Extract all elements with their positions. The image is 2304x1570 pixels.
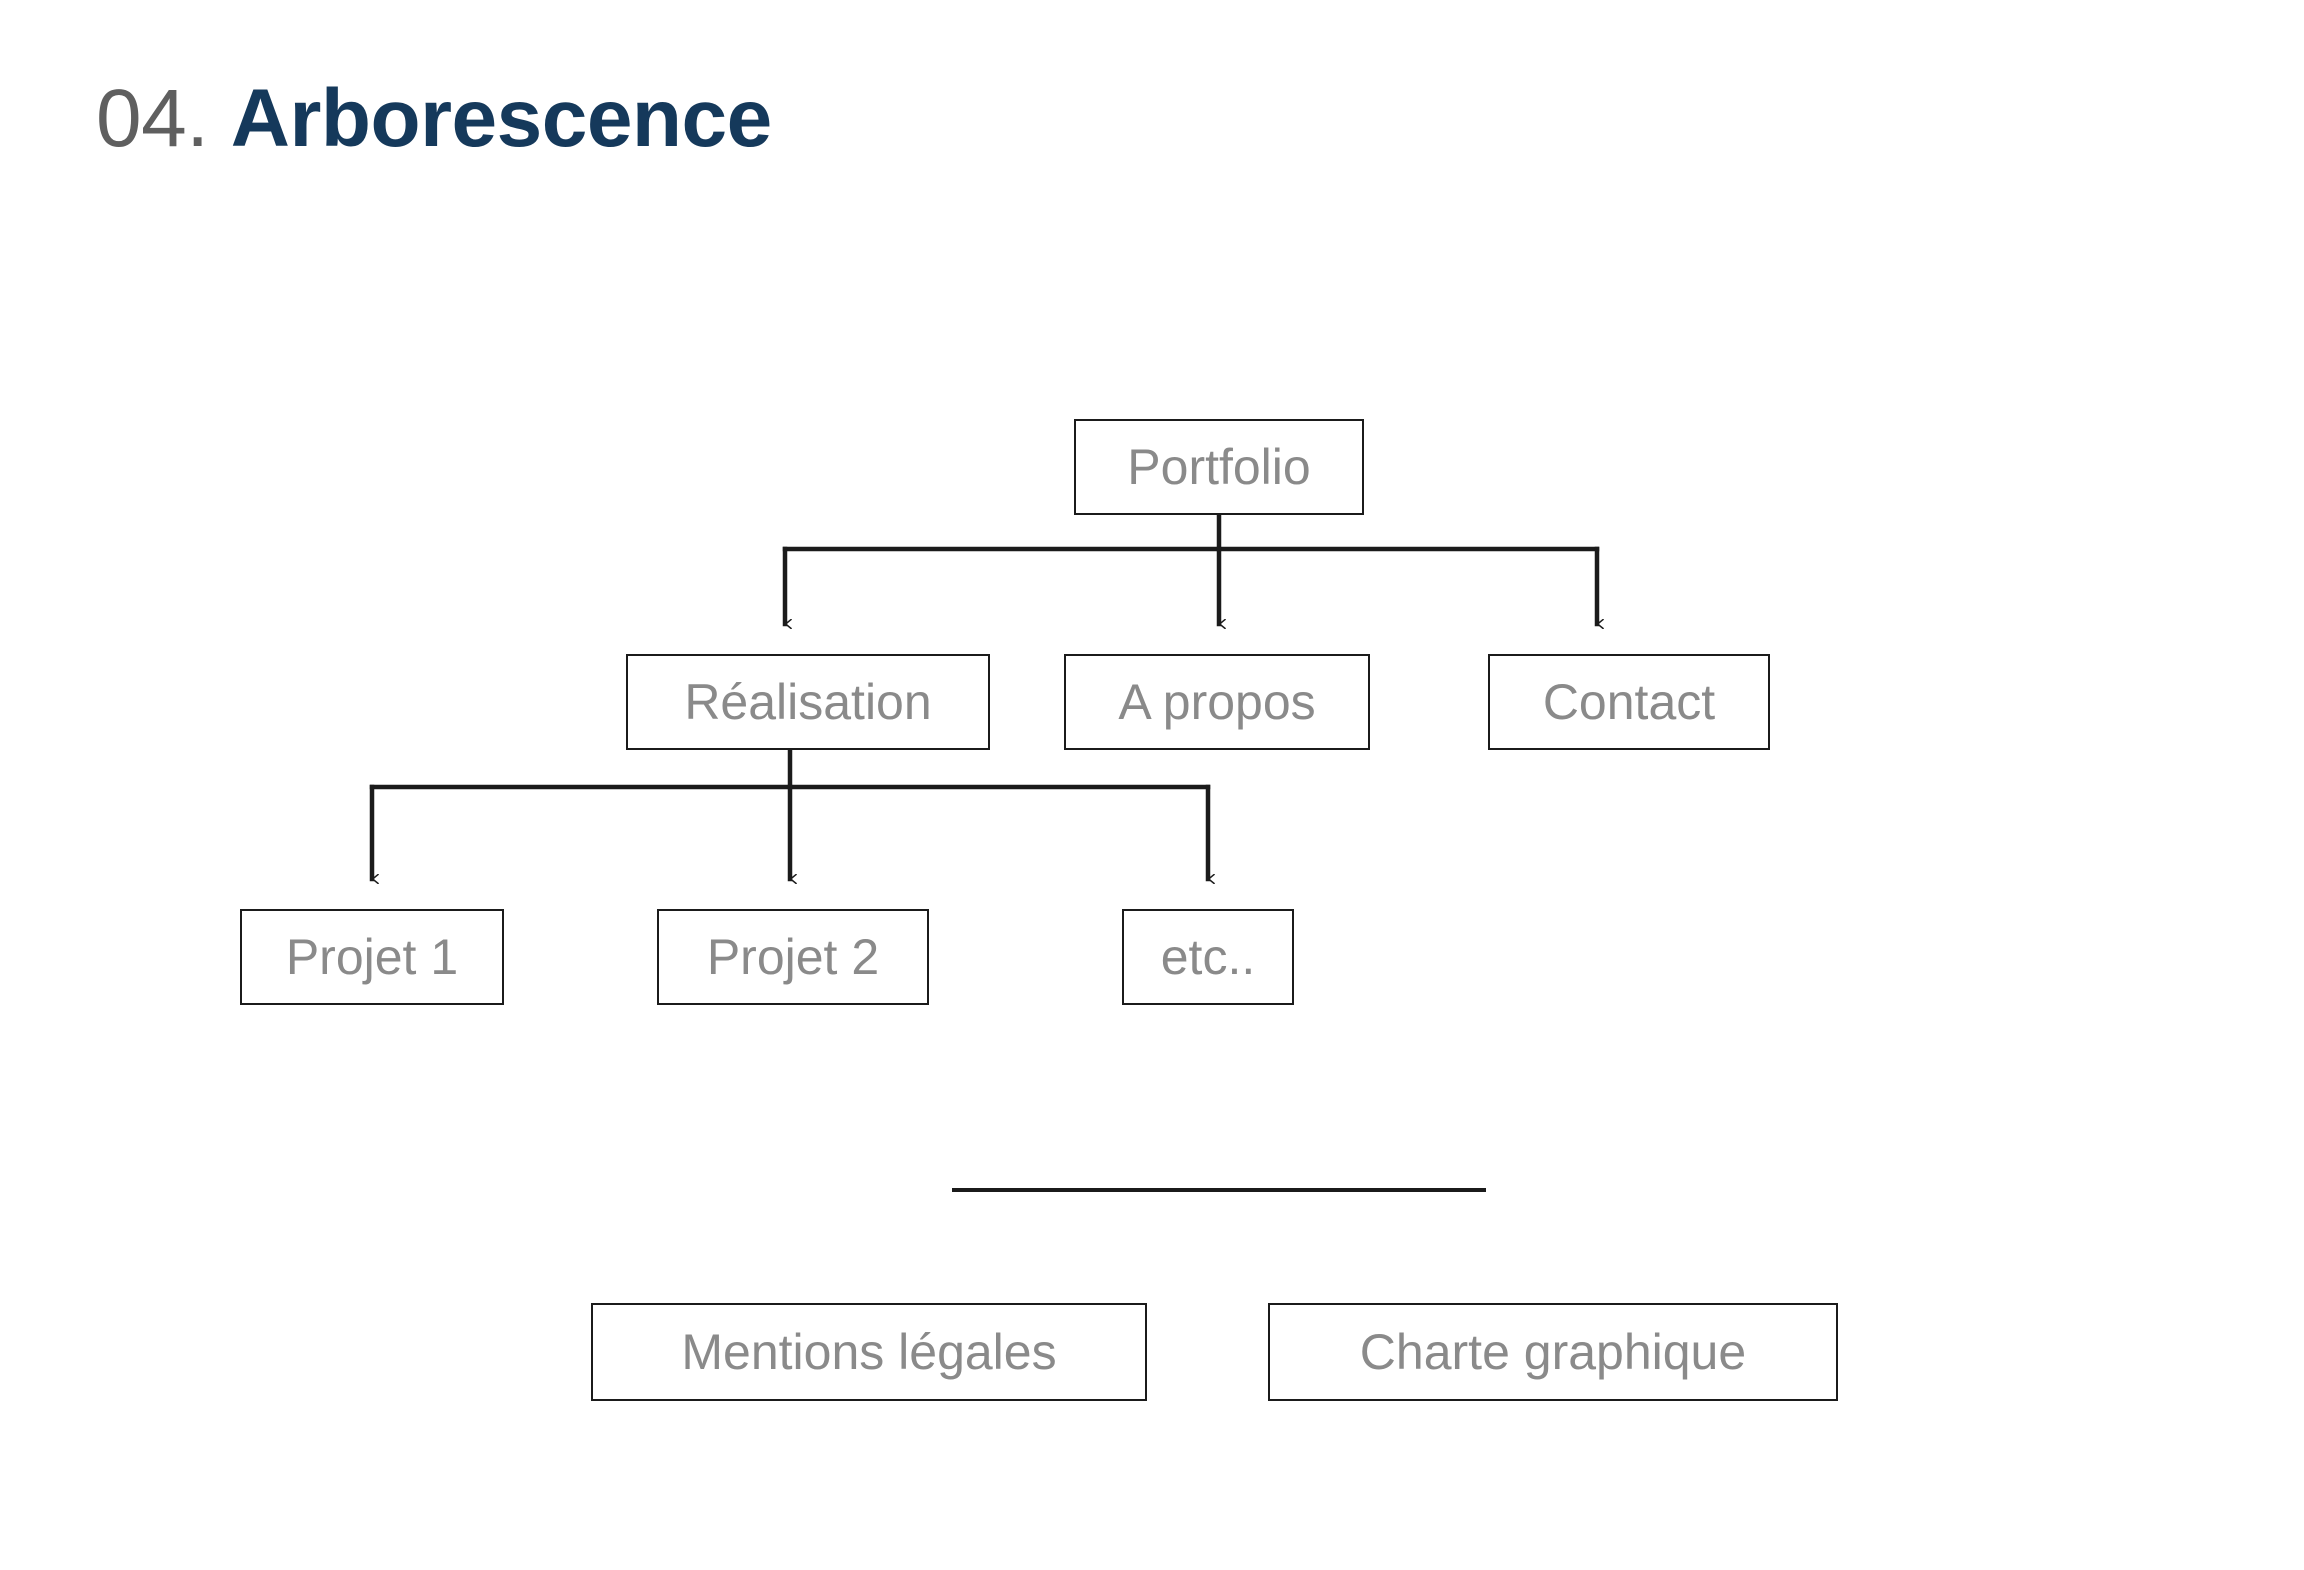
node-projet-1[interactable]: Projet 1 xyxy=(240,909,504,1005)
node-portfolio-label: Portfolio xyxy=(1127,439,1311,495)
node-realisation-label: Réalisation xyxy=(684,674,932,730)
page-title-number: 04. xyxy=(96,73,209,164)
page-title: 04. Arborescence xyxy=(96,78,772,160)
node-contact-label: Contact xyxy=(1542,674,1716,730)
node-mentions-legales[interactable]: Mentions légales xyxy=(591,1303,1147,1401)
node-a-propos-label: A propos xyxy=(1118,674,1316,730)
node-a-propos[interactable]: A propos xyxy=(1064,654,1370,750)
node-etc[interactable]: etc.. xyxy=(1122,909,1294,1005)
page-title-main: Arborescence xyxy=(230,73,772,164)
node-etc-label: etc.. xyxy=(1160,929,1256,985)
node-contact[interactable]: Contact xyxy=(1488,654,1770,750)
node-charte-graphique-label: Charte graphique xyxy=(1359,1324,1747,1380)
node-charte-graphique[interactable]: Charte graphique xyxy=(1268,1303,1838,1401)
node-projet-2[interactable]: Projet 2 xyxy=(657,909,929,1005)
node-mentions-legales-label: Mentions légales xyxy=(681,1324,1057,1380)
node-realisation[interactable]: Réalisation xyxy=(626,654,990,750)
node-portfolio[interactable]: Portfolio xyxy=(1074,419,1364,515)
node-projet-2-label: Projet 2 xyxy=(706,929,880,985)
node-projet-1-label: Projet 1 xyxy=(285,929,459,985)
section-divider xyxy=(952,1188,1486,1192)
